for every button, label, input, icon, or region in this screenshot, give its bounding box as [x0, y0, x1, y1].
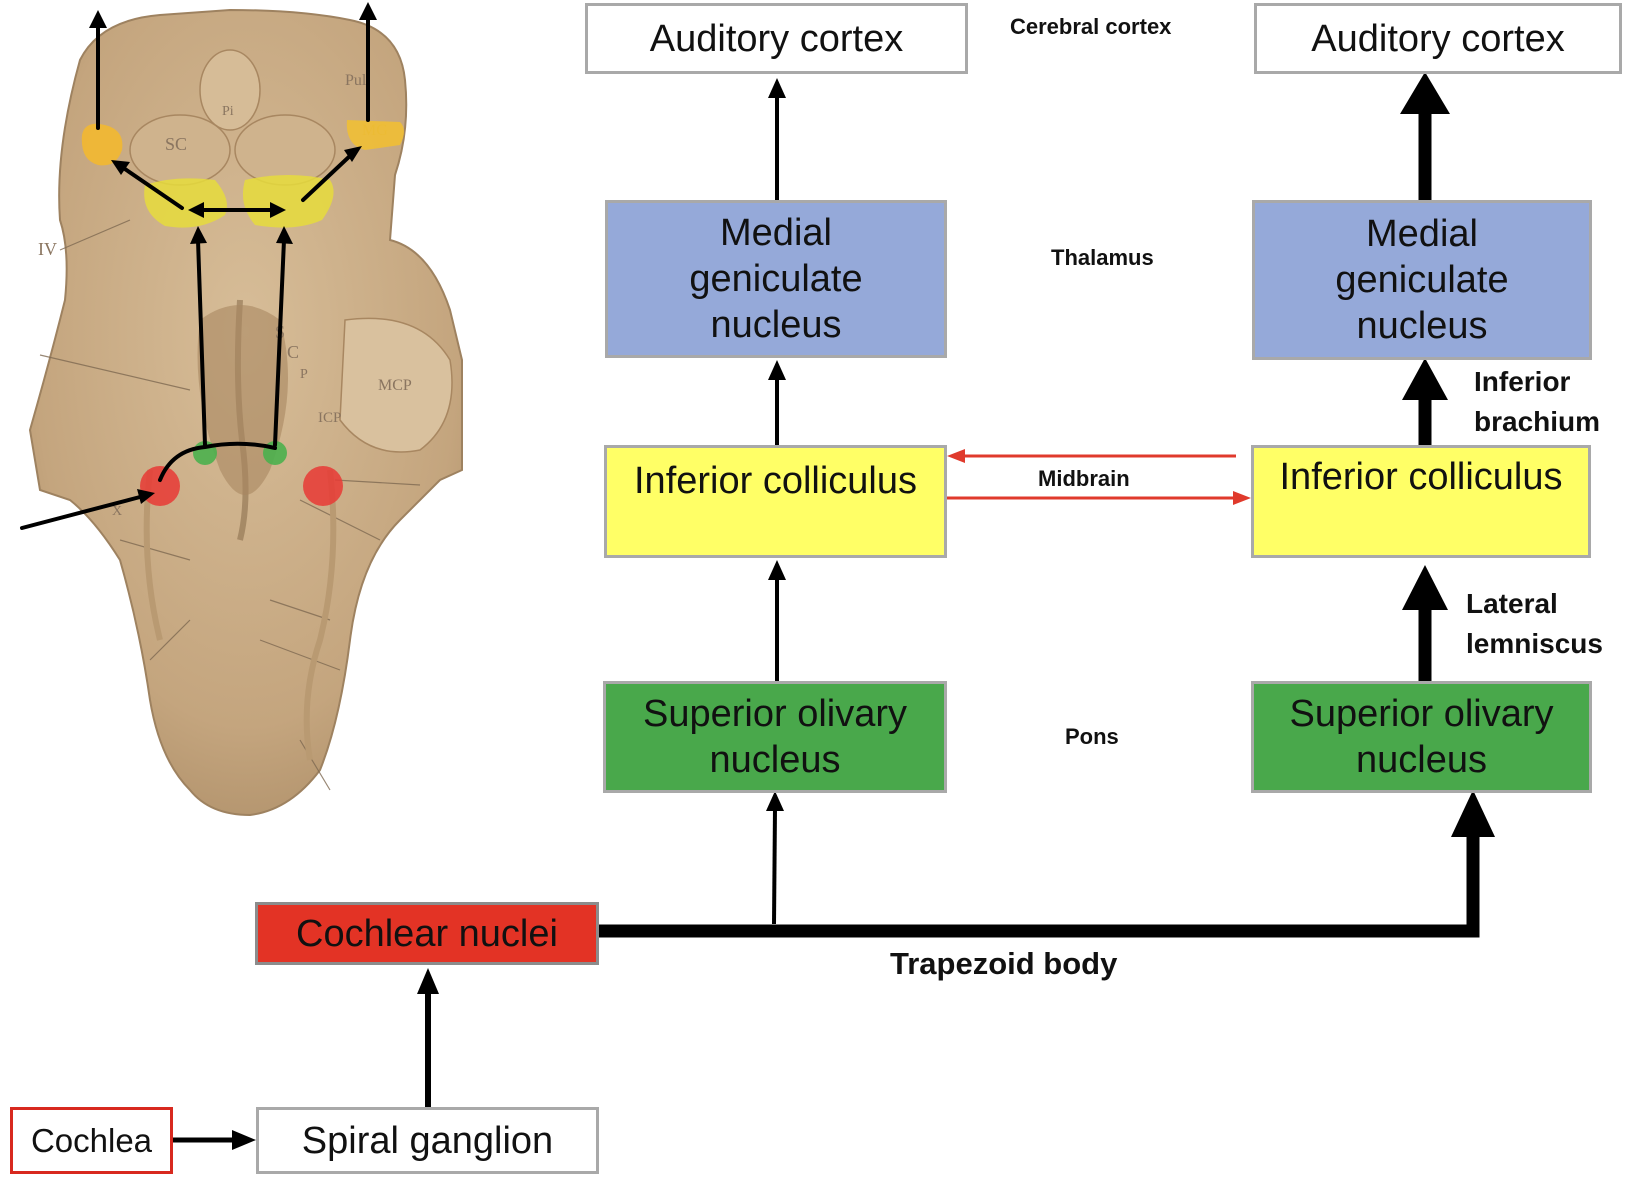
son-right-line-1: Superior olivary — [1289, 693, 1554, 735]
trapezoid-body-arrow — [599, 832, 1480, 938]
level-cerebral-cortex: Cerebral cortex — [1010, 14, 1172, 39]
spiral-ganglion-box: Spiral ganglion — [256, 1107, 599, 1174]
mgn-left-line-1: Medial — [720, 212, 832, 254]
son-left-line-1: Superior olivary — [643, 693, 907, 735]
cochlear-nuclei-box: Cochlear nuclei — [255, 902, 599, 965]
medial-geniculate-left-box: Medial geniculate nucleus — [605, 200, 947, 358]
superior-olivary-right-box: Superior olivary nucleus — [1251, 681, 1592, 793]
son-left-line-2: nucleus — [709, 739, 841, 781]
auditory-cortex-right-box: Auditory cortex — [1254, 3, 1622, 74]
mgn-right-line-3: nucleus — [1356, 305, 1488, 347]
son-right-line-2: nucleus — [1356, 739, 1487, 781]
mg-left-highlight — [81, 123, 123, 166]
auditory-cortex-right-label: Auditory cortex — [1311, 17, 1565, 60]
tract-trapezoid-body: Trapezoid body — [890, 946, 1118, 981]
inferior-brachium-line-2: brachium — [1474, 406, 1601, 437]
mgn-right-line-2: geniculate — [1335, 259, 1509, 301]
lateral-lemniscus-line-2: lemniscus — [1466, 628, 1603, 659]
auditory-cortex-left-box: Auditory cortex — [585, 3, 968, 74]
lateral-lemniscus-line-1: Lateral — [1466, 588, 1558, 619]
label-scp-p: P — [300, 367, 308, 382]
label-sc: SC — [165, 134, 187, 154]
inferior-colliculus-left-box: Inferior colliculus — [604, 445, 947, 558]
arrow-cn-son-left — [772, 807, 777, 925]
label-mcp: MCP — [378, 377, 412, 394]
ic-left-highlight — [144, 178, 228, 228]
label-pi: Pi — [222, 104, 234, 119]
spiral-ganglion-label: Spiral ganglion — [301, 1119, 554, 1162]
inferior-brachium-line-1: Inferior — [1474, 366, 1571, 397]
label-pul: Pul — [345, 72, 367, 89]
mgn-left-line-2: geniculate — [689, 258, 863, 300]
mg-right-highlight — [346, 120, 404, 150]
tract-lateral-lemniscus: Lateral lemniscus — [1466, 584, 1603, 664]
mgn-right-line-1: Medial — [1366, 213, 1478, 255]
label-scp-c: C — [287, 342, 299, 362]
superior-olivary-left-box: Superior olivary nucleus — [603, 681, 947, 793]
mgn-left-line-3: nucleus — [710, 304, 842, 346]
medial-geniculate-right-box: Medial geniculate nucleus — [1252, 200, 1592, 360]
auditory-cortex-left-label: Auditory cortex — [649, 17, 904, 60]
cochlea-box: Cochlea — [10, 1107, 173, 1174]
label-icp: ICP — [318, 410, 341, 426]
label-x: X — [112, 504, 122, 519]
cochlear-nuclei-label: Cochlear nuclei — [296, 912, 558, 955]
level-midbrain: Midbrain — [1038, 466, 1130, 491]
level-pons: Pons — [1065, 724, 1119, 749]
brainstem-specimen: SC Pi Pul MG IV S C P MCP ICP X — [20, 2, 463, 817]
label-iv: IV — [38, 239, 57, 259]
ic-right-highlight — [242, 175, 334, 228]
inferior-colliculus-right-box: Inferior colliculus — [1251, 445, 1591, 558]
level-thalamus: Thalamus — [1051, 245, 1154, 270]
tract-inferior-brachium: Inferior brachium — [1474, 362, 1600, 442]
cochlea-label: Cochlea — [30, 1121, 153, 1159]
ic-left-label: Inferior colliculus — [634, 460, 917, 502]
ic-right-label: Inferior colliculus — [1279, 456, 1563, 498]
cn-right-dot — [303, 466, 343, 506]
